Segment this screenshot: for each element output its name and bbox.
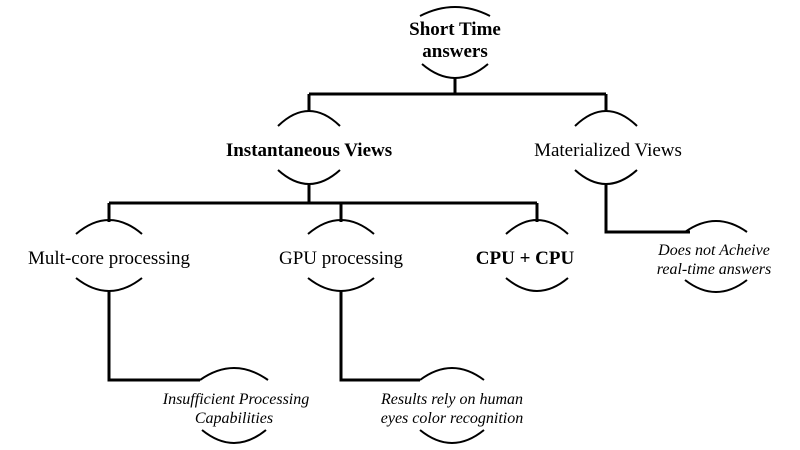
node-materialized-bottom-arc xyxy=(574,169,638,185)
node-root-bottom-arc xyxy=(421,63,489,79)
connector-materialized-note xyxy=(604,184,690,234)
connector-multicore-note xyxy=(107,290,200,382)
node-instantaneous-bottom-arc xyxy=(277,169,341,185)
node-root-line1: Short Time xyxy=(409,19,501,40)
note-results-line1: Results rely on human xyxy=(380,391,523,408)
node-instantaneous: Instantaneous Views xyxy=(226,110,392,185)
node-materialized-label: Materialized Views xyxy=(534,140,682,161)
note-realtime-line2: real-time answers xyxy=(657,261,772,278)
node-root-line2: answers xyxy=(422,41,487,62)
node-multicore-label: Mult-core processing xyxy=(28,248,190,269)
node-materialized: Materialized Views xyxy=(534,110,682,185)
note-insufficient-top-arc xyxy=(199,367,269,381)
node-gpu-top-arc xyxy=(307,219,375,235)
node-cpucpu-top-arc xyxy=(505,219,569,235)
connectors xyxy=(107,78,690,382)
note-results-line2: eyes color recognition xyxy=(381,410,523,427)
note-realtime-bottom-arc xyxy=(684,279,748,293)
note-realtime: Does not Acheive real-time answers xyxy=(657,220,772,293)
node-root-top-arc xyxy=(419,6,491,17)
node-gpu: GPU processing xyxy=(279,219,404,292)
note-results-bottom-arc xyxy=(419,429,485,444)
node-gpu-label: GPU processing xyxy=(279,248,404,269)
note-insufficient-line1: Insufficient Processing xyxy=(162,391,310,408)
connector-gpu-note xyxy=(339,290,420,382)
note-realtime-line1: Does not Acheive xyxy=(657,242,770,259)
node-root: Short Time answers xyxy=(409,6,501,79)
node-materialized-top-arc xyxy=(574,110,638,127)
node-instantaneous-top-arc xyxy=(277,110,341,127)
node-multicore-bottom-arc xyxy=(75,277,143,292)
note-insufficient-line2: Capabilities xyxy=(195,410,273,427)
note-insufficient: Insufficient Processing Capabilities xyxy=(162,367,310,444)
note-results-top-arc xyxy=(419,367,485,381)
node-cpucpu-bottom-arc xyxy=(505,277,569,292)
note-insufficient-bottom-arc xyxy=(201,429,267,444)
note-realtime-top-arc xyxy=(684,220,748,233)
node-gpu-bottom-arc xyxy=(307,277,375,292)
node-multicore-top-arc xyxy=(75,219,143,235)
node-cpucpu: CPU + CPU xyxy=(476,219,575,292)
node-cpucpu-label: CPU + CPU xyxy=(476,248,575,269)
node-multicore: Mult-core processing xyxy=(28,219,190,292)
note-results: Results rely on human eyes color recogni… xyxy=(380,367,523,444)
node-instantaneous-label: Instantaneous Views xyxy=(226,140,392,161)
